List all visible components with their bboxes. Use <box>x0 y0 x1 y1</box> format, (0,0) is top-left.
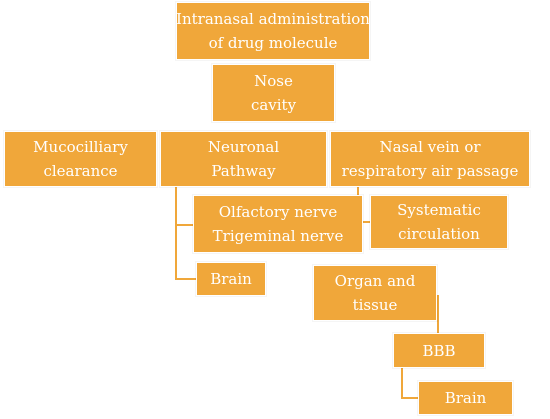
mucociliary-line-1: Mucocilliary <box>33 138 128 156</box>
systematic-line-2: circulation <box>398 225 480 243</box>
nose-cavity-box: Nose cavity <box>212 64 335 122</box>
brain-bbb-label: Brain <box>444 389 487 407</box>
nose-cavity-line-1: Nose <box>254 72 293 90</box>
root-line-1: Intranasal administration <box>176 10 370 28</box>
organ-line-1: Organ and <box>334 272 416 290</box>
nasal-vein-line-1: Nasal vein or <box>379 138 481 156</box>
neuronal-pathway-box: Neuronal Pathway <box>160 131 327 187</box>
brain-box-bbb: Brain <box>418 381 513 415</box>
root-box-intranasal-administration: Intranasal administration of drug molecu… <box>176 2 370 60</box>
brain-neuronal-label: Brain <box>210 270 252 288</box>
nasal-vein-line-2: respiratory air passage <box>341 162 519 180</box>
organ-and-tissue-box: Organ and tissue <box>313 265 437 321</box>
mucociliary-clearance-box: Mucocilliary clearance <box>4 131 157 187</box>
connector-bbb-to-brain <box>401 368 418 399</box>
connector-neuronal-to-nerves <box>175 187 193 226</box>
systematic-circulation-box: Systematic circulation <box>370 195 508 249</box>
olfactory-nerve-label: Olfactory nerve <box>218 203 338 221</box>
trigeminal-nerve-label: Trigeminal nerve <box>212 227 344 245</box>
root-line-2: of drug molecule <box>208 34 338 52</box>
brain-box-neuronal: Brain <box>196 262 266 296</box>
nose-cavity-line-2: cavity <box>250 96 297 114</box>
neuronal-line-2: Pathway <box>211 162 276 180</box>
systematic-line-1: Systematic <box>397 201 481 219</box>
bbb-label: BBB <box>422 341 456 360</box>
bbb-box: BBB <box>393 333 485 368</box>
neuronal-line-1: Neuronal <box>207 138 280 156</box>
mucociliary-line-2: clearance <box>43 162 118 180</box>
organ-line-2: tissue <box>352 296 398 314</box>
nerves-box: Olfactory nerve Trigeminal nerve <box>193 195 363 253</box>
nasal-vein-box: Nasal vein or respiratory air passage <box>330 131 530 187</box>
